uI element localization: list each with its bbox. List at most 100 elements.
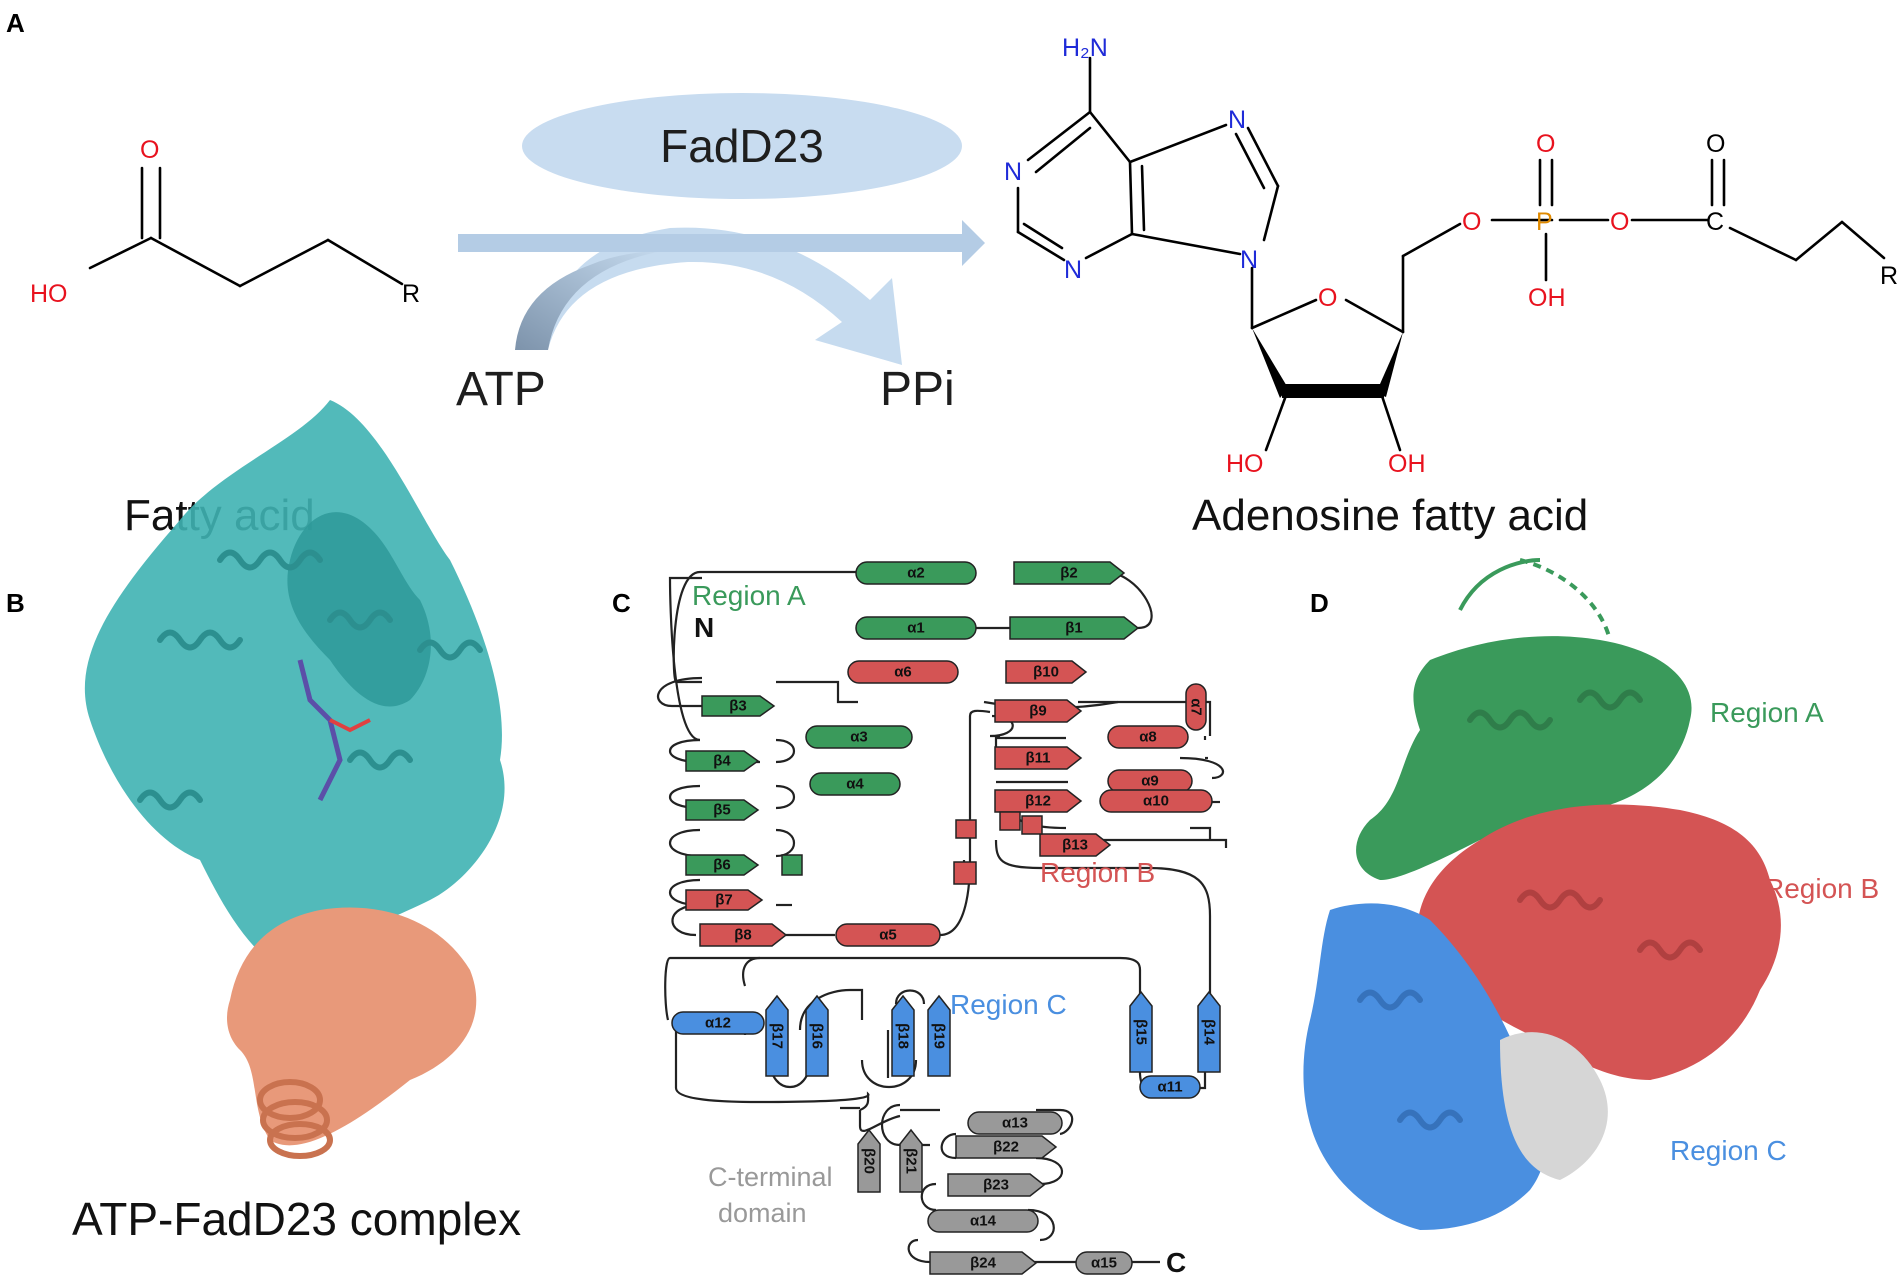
c-terminus-label: C — [1166, 1247, 1186, 1275]
sse-label-b10: β10 — [1033, 664, 1059, 681]
complex-c-terminal-domain — [227, 907, 477, 1146]
sse-label-b1: β1 — [1065, 620, 1083, 637]
sse-a15 — [1075, 1251, 1133, 1275]
region-b-domain — [1417, 804, 1781, 1080]
sse-label-a8: α8 — [1139, 729, 1157, 746]
structure-region-a-label: Region A — [1710, 697, 1824, 728]
sse-label-b19: β19 — [931, 1023, 948, 1049]
sse-label-a15: α15 — [1091, 1255, 1117, 1272]
topology-region-c-label: Region C — [950, 989, 1067, 1020]
sse-b16 — [805, 994, 829, 1077]
sse-b5 — [685, 799, 760, 821]
sse-label-b12: β12 — [1025, 793, 1051, 810]
region-a-loop — [1458, 558, 1541, 611]
main-arrow-head — [962, 220, 985, 266]
sse-label-b6: β6 — [713, 857, 731, 874]
sse-label-b11: β11 — [1025, 750, 1050, 767]
region-colored-structure: Region A Region B Region C — [1303, 558, 1879, 1230]
fatty-acid-hydroxyl: HO — [30, 280, 68, 308]
c-terminal-domain-gray — [1500, 1032, 1608, 1180]
sse-b6 — [685, 854, 760, 876]
sse-b23 — [947, 1173, 1046, 1197]
sse-a10 — [1099, 789, 1213, 813]
cosubstrate-label: ATP — [456, 363, 546, 416]
region-c-domain — [1303, 903, 1546, 1230]
sse-label-b15: β15 — [1133, 1019, 1150, 1045]
sse-b12 — [994, 789, 1083, 813]
sse-label-b13: β13 — [1062, 837, 1088, 854]
region-a-domain — [1356, 636, 1692, 880]
sse-a5 — [835, 923, 941, 947]
ribose-ring-oxygen: O — [1318, 284, 1337, 312]
topology-region-b-label: Region B — [1040, 857, 1155, 888]
fatty-acid-structure: O HO R — [30, 136, 420, 308]
sse-label-a11: α11 — [1157, 1079, 1182, 1096]
sse-b21 — [899, 1128, 923, 1193]
sse-label-b3: β3 — [729, 698, 747, 715]
sse-label-a1: α1 — [907, 620, 925, 637]
sse-b11 — [994, 746, 1083, 770]
sse-b18 — [891, 994, 915, 1077]
sse-a3 — [805, 725, 913, 749]
sse-label-a7: α7 — [1188, 698, 1205, 716]
c-terminal-domain-label-line2: domain — [718, 1198, 807, 1228]
purine-n7: N — [1228, 106, 1246, 134]
panel-label-c: C — [612, 588, 631, 618]
region-a-dashed-loop — [1519, 558, 1612, 641]
sse-label-b5: β5 — [713, 802, 731, 819]
product-r-group: R — [1880, 262, 1898, 290]
adenine-amine: H₂N — [1062, 34, 1108, 62]
sse-label-a12: α12 — [705, 1015, 731, 1032]
sse-label-a10: α10 — [1143, 793, 1169, 810]
structure-region-b-label: Region B — [1764, 873, 1879, 904]
sse-b20 — [857, 1128, 881, 1193]
topology-region-a-label: Region A — [692, 580, 806, 611]
sse-a1 — [855, 616, 977, 640]
sse-label-b7: β7 — [715, 892, 733, 909]
enzyme-label: FadD23 — [660, 120, 824, 172]
sse-label-b23: β23 — [983, 1177, 1009, 1194]
phosphorus: P — [1536, 208, 1553, 236]
c-terminal-domain-label-line1: C-terminal — [708, 1162, 833, 1192]
sse-label-b18: β18 — [895, 1023, 912, 1049]
sse-b3 — [701, 695, 776, 717]
enzyme-bubble — [522, 93, 962, 199]
sse-a11 — [1139, 1075, 1201, 1099]
sse-b17 — [765, 994, 789, 1077]
sse-short-segment-1 — [955, 819, 977, 839]
sse-short-segment-2 — [999, 811, 1021, 831]
sse-a7 — [1185, 683, 1207, 731]
sse-a8 — [1107, 725, 1189, 749]
complex-main-body — [84, 400, 505, 980]
n-terminus-label: N — [694, 612, 714, 643]
bridging-oxygen: O — [1610, 208, 1629, 236]
sse-b15 — [1129, 990, 1153, 1073]
acyl-carbon: C — [1706, 208, 1724, 236]
byproduct-label: PPi — [880, 363, 955, 416]
sse-label-b22: β22 — [993, 1139, 1019, 1156]
sse-b9 — [994, 699, 1083, 723]
sse-label-a6: α6 — [894, 664, 912, 681]
sse-short-segment-5 — [953, 861, 977, 885]
sse-b24 — [929, 1251, 1038, 1275]
sse-label-b17: β17 — [769, 1023, 786, 1049]
sse-label-b21: β21 — [903, 1148, 920, 1174]
product-caption: Adenosine fatty acid — [1192, 491, 1588, 540]
purine-n3: N — [1064, 256, 1082, 284]
sse-label-a5: α5 — [879, 927, 897, 944]
sse-short-segment-3 — [1021, 815, 1043, 835]
sse-a4 — [809, 772, 901, 796]
sse-label-b9: β9 — [1029, 703, 1047, 720]
panel-label-d: D — [1310, 588, 1329, 618]
ribose-3-hydroxyl: OH — [1388, 450, 1426, 478]
panel-label-b: B — [6, 588, 25, 618]
sse-a13 — [967, 1111, 1063, 1135]
sse-a14 — [927, 1209, 1039, 1233]
ester-oxygen: O — [1462, 208, 1481, 236]
structure-region-c-label: Region C — [1670, 1135, 1787, 1166]
sse-label-b16: β16 — [809, 1023, 826, 1049]
sse-b14 — [1197, 990, 1221, 1073]
complex-core — [287, 512, 431, 707]
